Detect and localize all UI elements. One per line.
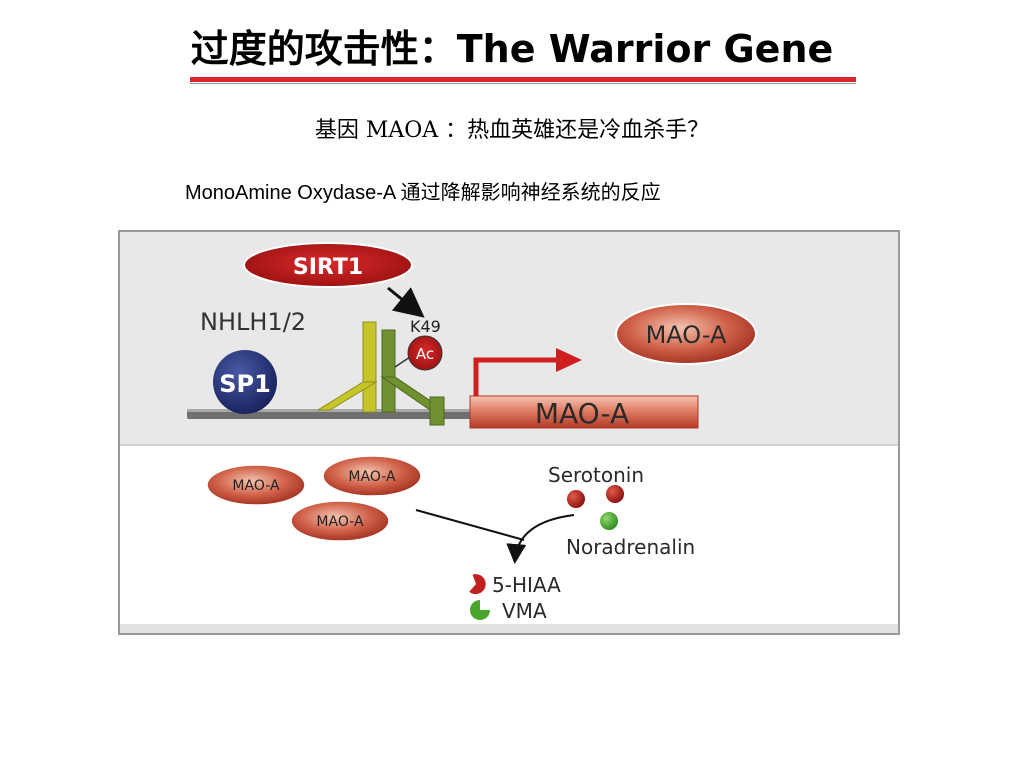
nhlh-dimer (316, 321, 446, 426)
noradrenalin-label: Noradrenalin (566, 535, 695, 559)
hiaa-label: 5-HIAA (492, 573, 561, 597)
maoa-diagram: SIRT1 NHLH1/2 K49 SP1 Ac (118, 230, 900, 635)
slide-title: 过度的攻击性：The Warrior Gene (190, 27, 834, 71)
title-underline-gray (190, 83, 856, 84)
title-underline-red (190, 77, 856, 82)
sp1-factor: SP1 (213, 350, 277, 414)
vma-label: VMA (502, 599, 547, 623)
enzyme-label-3: MAO-A (316, 514, 364, 530)
sp1-label: SP1 (219, 370, 271, 398)
vma-product (470, 600, 490, 620)
product-arrow (506, 514, 575, 564)
serotonin-molecule-2 (606, 485, 624, 503)
sirt1-label: SIRT1 (293, 255, 363, 280)
sirt1-protein: SIRT1 (243, 242, 413, 288)
k49-label: K49 (410, 317, 441, 336)
enzyme-1: MAO-A (206, 464, 306, 506)
acetyl-group: Ac (394, 335, 443, 371)
enzyme-3: MAO-A (290, 500, 390, 542)
nhlh-label: NHLH1/2 (200, 308, 306, 336)
maoa-gene: MAO-A (469, 395, 699, 430)
ac-label: Ac (416, 345, 434, 363)
enzyme-label-1: MAO-A (232, 478, 280, 494)
protein-label: MAO-A (646, 321, 727, 349)
serotonin-label: Serotonin (548, 463, 644, 487)
slide-subtitle: 基因 MAOA ：热血英雄还是冷血杀手？ (314, 118, 710, 143)
enzyme-2: MAO-A (322, 455, 422, 497)
gene-label: MAO-A (535, 397, 629, 430)
diagram-canvas: SIRT1 NHLH1/2 K49 SP1 Ac (120, 232, 898, 633)
maoa-protein: MAO-A (615, 303, 757, 365)
noradrenalin-molecule (600, 512, 618, 530)
degradation-arrow (415, 509, 525, 541)
slide-description: MonoAmine Oxydase-A 通过降解影响神经系统的反应 (185, 182, 661, 204)
transcription-arrow (473, 357, 560, 396)
serotonin-molecule-1 (567, 490, 585, 508)
hiaa-product (469, 574, 486, 595)
sirt1-arrow (387, 286, 425, 318)
enzyme-label-2: MAO-A (348, 469, 396, 485)
